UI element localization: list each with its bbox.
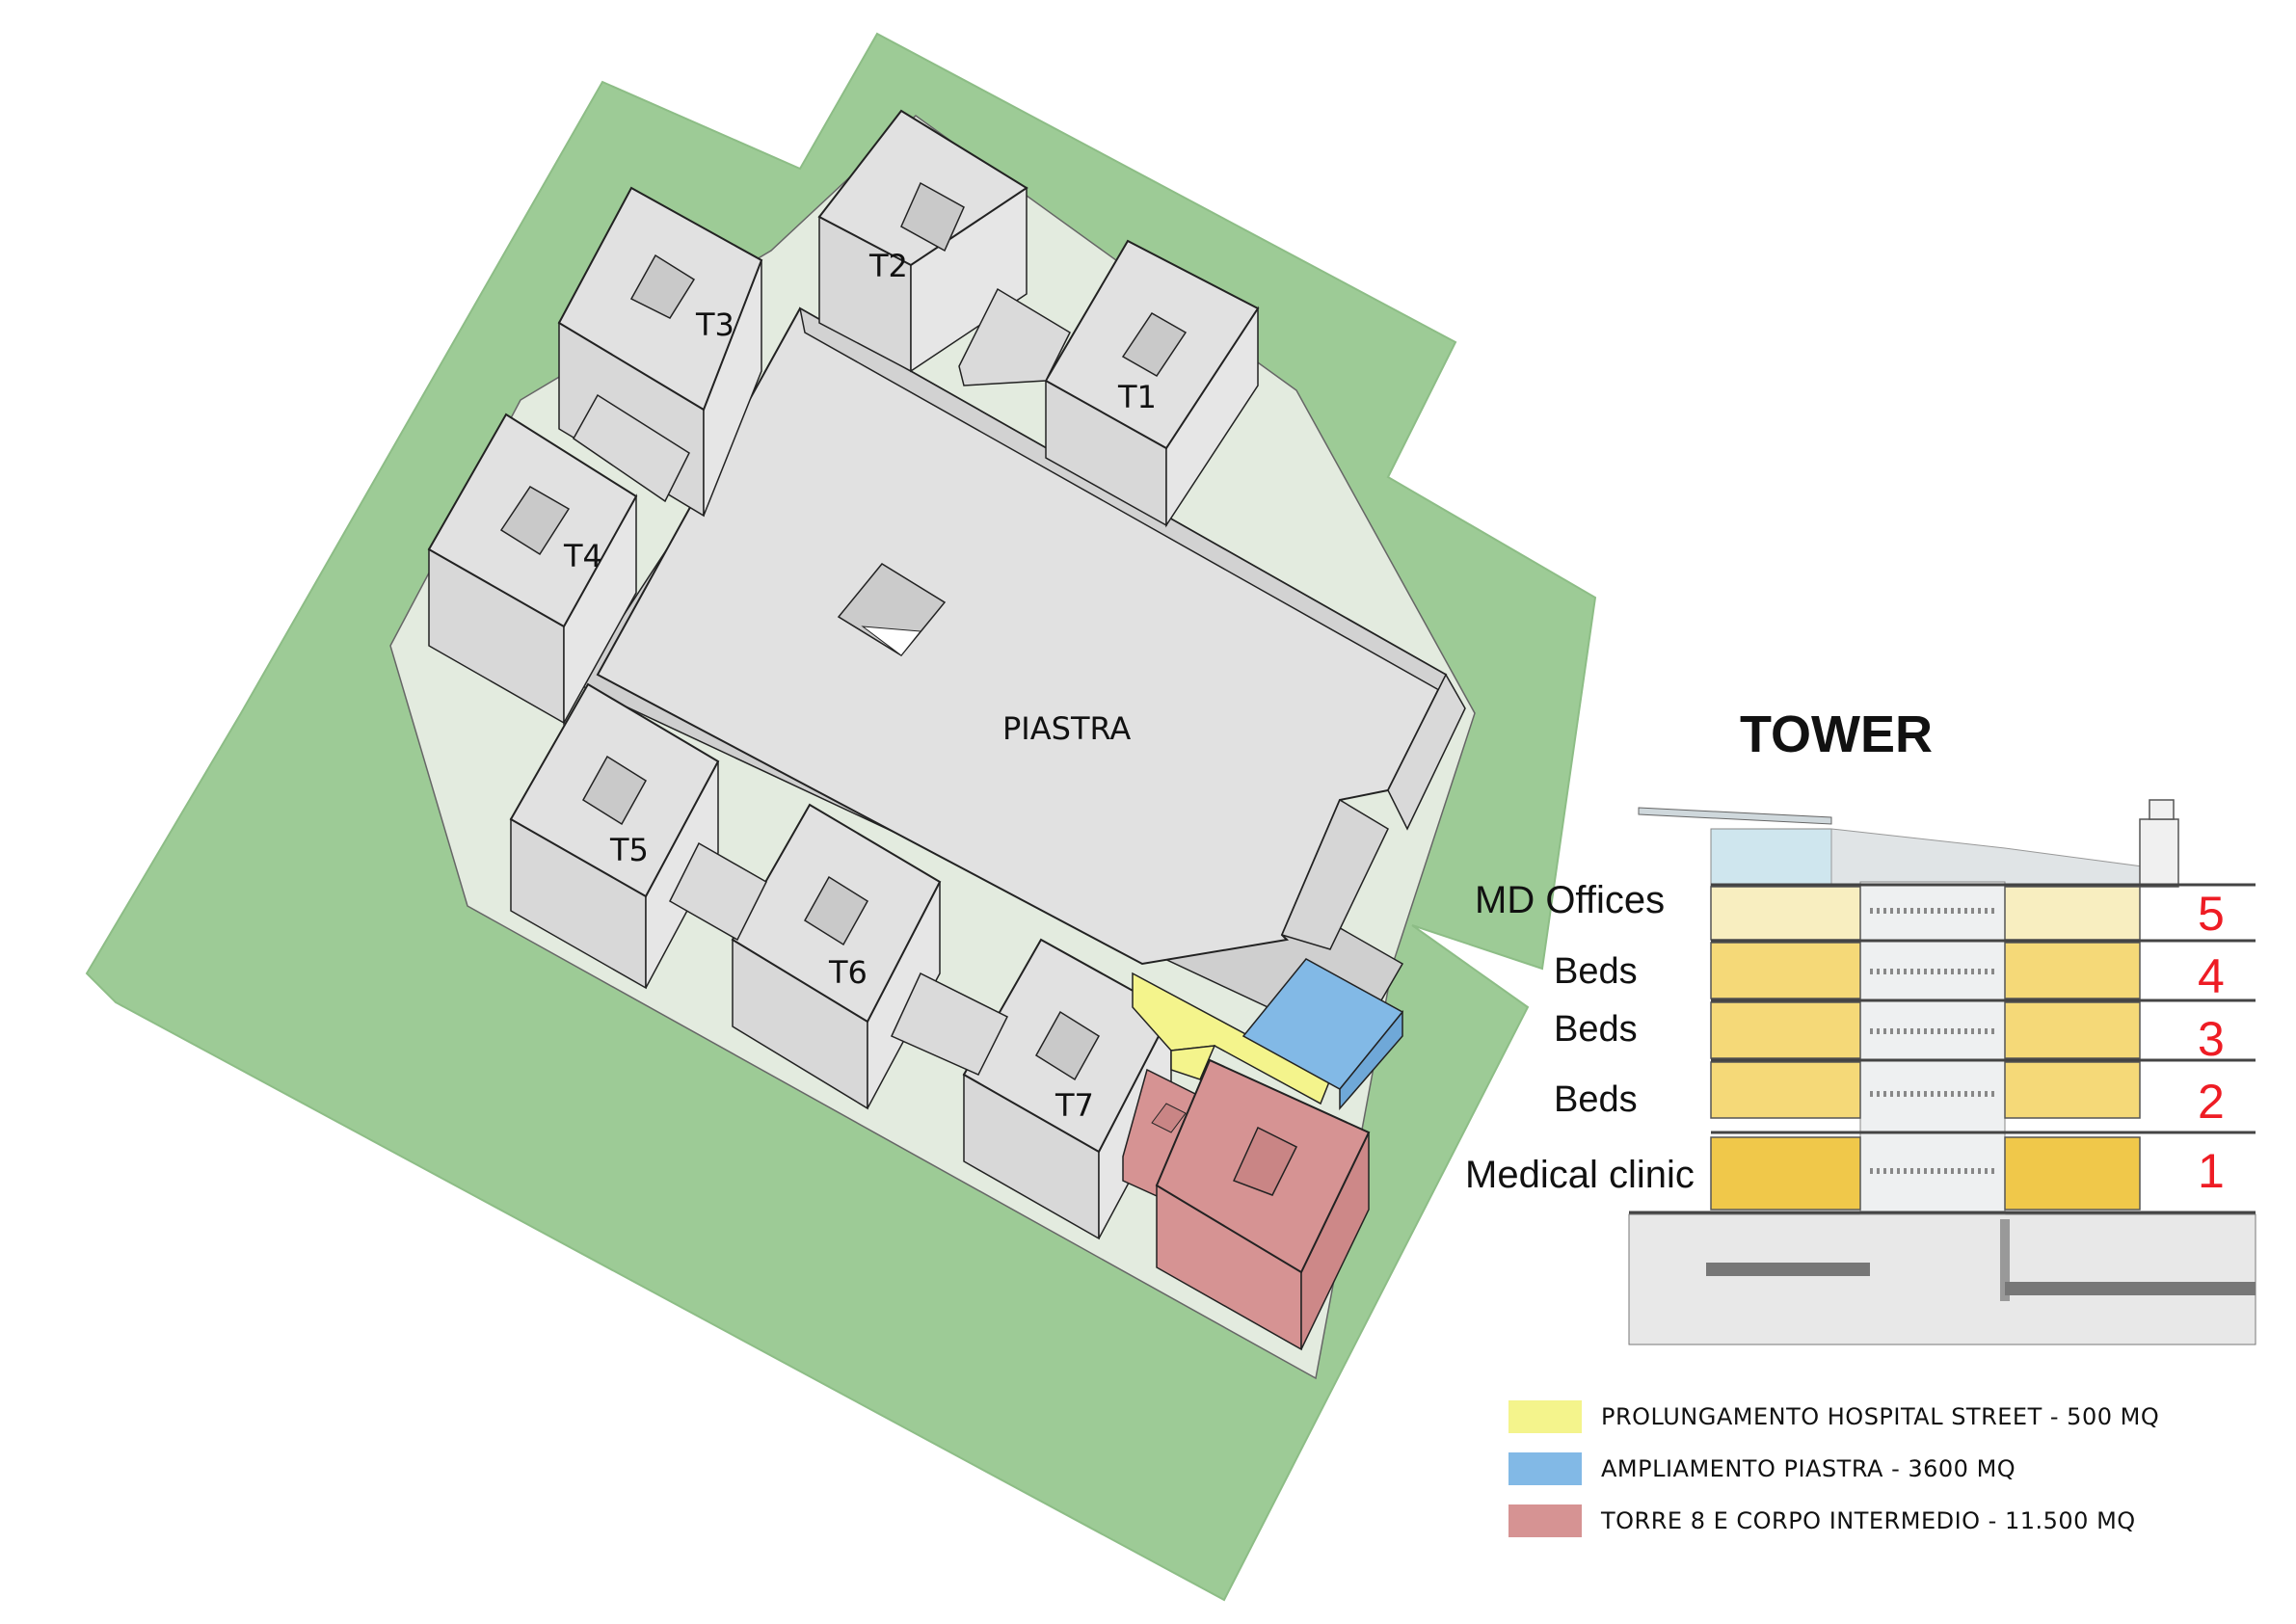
label-t6: T6 <box>828 954 868 991</box>
label-t2: T2 <box>868 248 908 284</box>
floor-5-use: MD Offices <box>1475 879 1665 921</box>
podium-extension <box>1241 958 1404 1111</box>
floor-number-3: 3 <box>2198 1012 2225 1066</box>
legend-item-tower-8: TORRE 8 E CORPO INTERMEDIO - 11.500 MQ <box>1508 1502 2136 1540</box>
label-t4: T4 <box>563 538 602 574</box>
legend-item-piastra-extension: AMPLIAMENTO PIASTRA - 3600 MQ <box>1508 1450 2016 1488</box>
legend-item-hospital-street: PROLUNGAMENTO HOSPITAL STREET - 500 MQ <box>1508 1398 2159 1436</box>
legend-label: AMPLIAMENTO PIASTRA - 3600 MQ <box>1601 1455 2016 1482</box>
tower-8 <box>1122 1058 1371 1351</box>
tower-t1 <box>1044 239 1260 528</box>
link-t1-t2 <box>958 287 1071 386</box>
tower-t2 <box>817 109 1028 373</box>
floor-number-4: 4 <box>2198 949 2225 1003</box>
label-piastra: PIASTRA <box>1002 710 1131 747</box>
link-t5-t6 <box>669 841 767 942</box>
label-t5: T5 <box>609 832 649 868</box>
floor-4-use: Beds <box>1554 951 1638 992</box>
legend-label: PROLUNGAMENTO HOSPITAL STREET - 500 MQ <box>1601 1403 2160 1430</box>
tower-section-title: TOWER <box>1740 706 1933 763</box>
floor-1-use: Medical clinic <box>1465 1154 1695 1196</box>
link-t6-t7 <box>891 972 1009 1076</box>
legend-swatch-blue <box>1508 1452 1582 1485</box>
tower-section-drawing <box>1628 799 2256 1345</box>
floor-2-use: Beds <box>1554 1079 1638 1120</box>
floor-number-1: 1 <box>2198 1144 2225 1198</box>
link-t3-t4 <box>573 393 690 503</box>
floor-3-use: Beds <box>1554 1009 1638 1050</box>
label-t1: T1 <box>1117 379 1157 415</box>
label-t3: T3 <box>695 306 734 343</box>
tower-t4 <box>427 413 638 726</box>
legend-swatch-yellow <box>1508 1400 1582 1433</box>
tower-t6 <box>731 803 942 1110</box>
tower-t5 <box>509 682 720 990</box>
legend-swatch-red <box>1508 1504 1582 1537</box>
label-t7: T7 <box>1055 1087 1094 1124</box>
floor-number-5: 5 <box>2198 887 2225 941</box>
legend-label: TORRE 8 E CORPO INTERMEDIO - 11.500 MQ <box>1601 1507 2136 1534</box>
floor-number-2: 2 <box>2198 1075 2225 1129</box>
